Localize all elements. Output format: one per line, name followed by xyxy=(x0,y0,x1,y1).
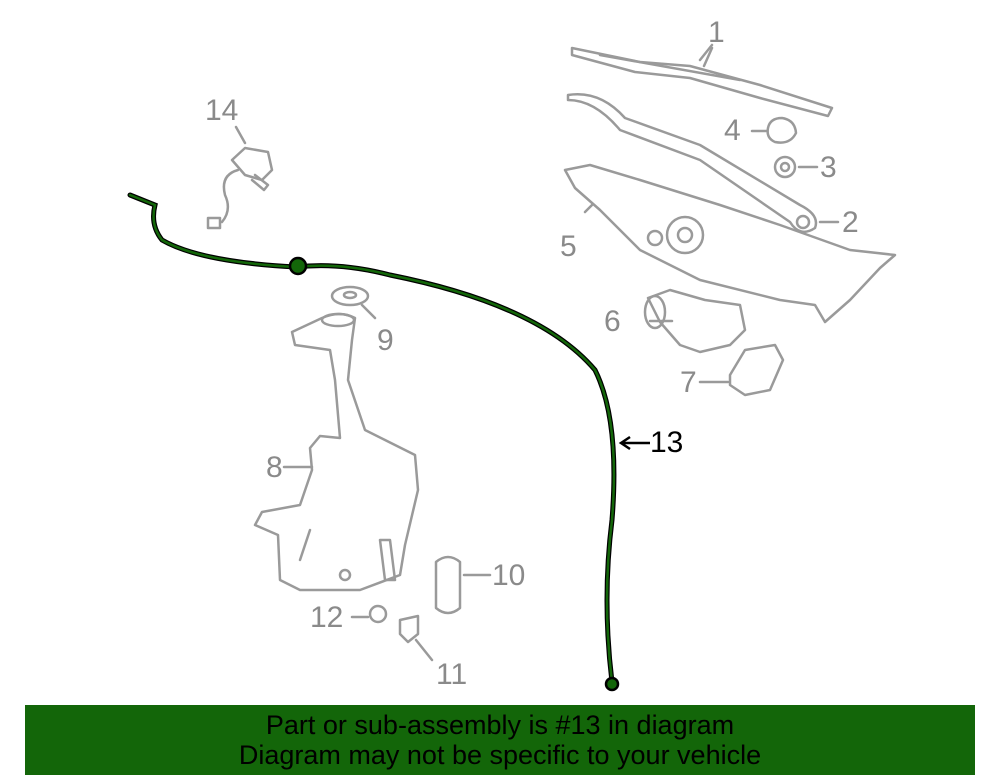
part-5-linkage xyxy=(563,163,897,324)
callout-2: 2 xyxy=(842,206,859,239)
part-7-seal xyxy=(728,343,785,397)
callout-9: 9 xyxy=(377,324,394,357)
part-3-nut xyxy=(773,155,797,179)
callout-14: 14 xyxy=(205,94,239,127)
callout-6: 6 xyxy=(604,305,621,338)
callout-1: 1 xyxy=(708,16,725,49)
part-11-sensor xyxy=(398,614,420,644)
part-6-motor xyxy=(646,288,747,354)
callout-7: 7 xyxy=(680,366,697,399)
part-14-nozzle xyxy=(230,146,274,182)
callout-8: 8 xyxy=(266,451,283,484)
callout-5: 5 xyxy=(560,230,577,263)
banner-line-2: Diagram may not be specific to your vehi… xyxy=(238,740,762,770)
banner-line-1: Part or sub-assembly is #13 in diagram xyxy=(265,710,735,740)
callout-10: 10 xyxy=(492,559,526,592)
part-9-grommet xyxy=(330,285,370,307)
callout-11: 11 xyxy=(436,658,468,691)
callout-12: 12 xyxy=(310,601,344,634)
info-banner: Part or sub-assembly is #13 in diagram D… xyxy=(25,705,975,775)
part-10-pump xyxy=(434,555,462,615)
callout-13: 13 xyxy=(650,426,684,459)
callout-4: 4 xyxy=(724,114,741,147)
part-1-wiper-blade xyxy=(570,46,834,118)
part-12-plug xyxy=(368,604,388,624)
part-2-wiper-arm xyxy=(566,93,818,234)
callout-3: 3 xyxy=(820,151,837,184)
part-4-cap xyxy=(766,116,798,144)
